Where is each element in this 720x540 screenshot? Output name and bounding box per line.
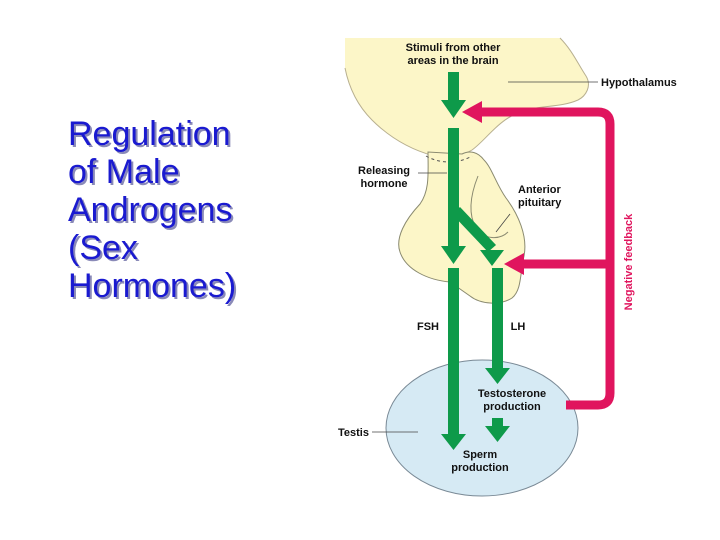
stimuli-label: areas in the brain (407, 55, 498, 67)
title-line: of Male (68, 153, 180, 191)
title-line: (Sex (68, 229, 138, 267)
slide-title: Regulation of Male Androgens (Sex Hormon… (68, 115, 308, 305)
releasing-hormone-label: hormone (360, 178, 407, 190)
negative-feedback-label: Negative feedback (623, 213, 635, 310)
sperm-production-label: Sperm (463, 449, 497, 461)
testosterone-production-label: Testosterone (478, 388, 546, 400)
title-line: Hormones) (68, 267, 237, 305)
hypothalamus-label: Hypothalamus (601, 77, 677, 89)
stalk-boundary (425, 155, 473, 163)
hypothalamus-region (345, 38, 589, 157)
hypothalamus-outline (344, 37, 589, 158)
anterior-pituitary-label: Anterior (518, 184, 562, 196)
sperm-production-label: production (451, 462, 509, 474)
releasing-hormone-label: Releasing (358, 165, 410, 177)
negative-feedback-loop (462, 101, 615, 410)
hormone-pathway-arrows (441, 72, 510, 450)
title-line: Regulation (68, 115, 231, 153)
fsh-label: FSH (417, 321, 439, 333)
testosterone-production-label: production (483, 401, 541, 413)
leader-lines (372, 81, 598, 433)
stimuli-label: Stimuli from other (406, 42, 501, 54)
title-line: Androgens (68, 191, 233, 229)
anterior-pituitary (398, 151, 526, 304)
lh-label: LH (511, 321, 526, 333)
testis-label: Testis (338, 427, 369, 439)
anterior-pituitary-label: pituitary (518, 197, 562, 209)
testis-shape (385, 359, 579, 497)
